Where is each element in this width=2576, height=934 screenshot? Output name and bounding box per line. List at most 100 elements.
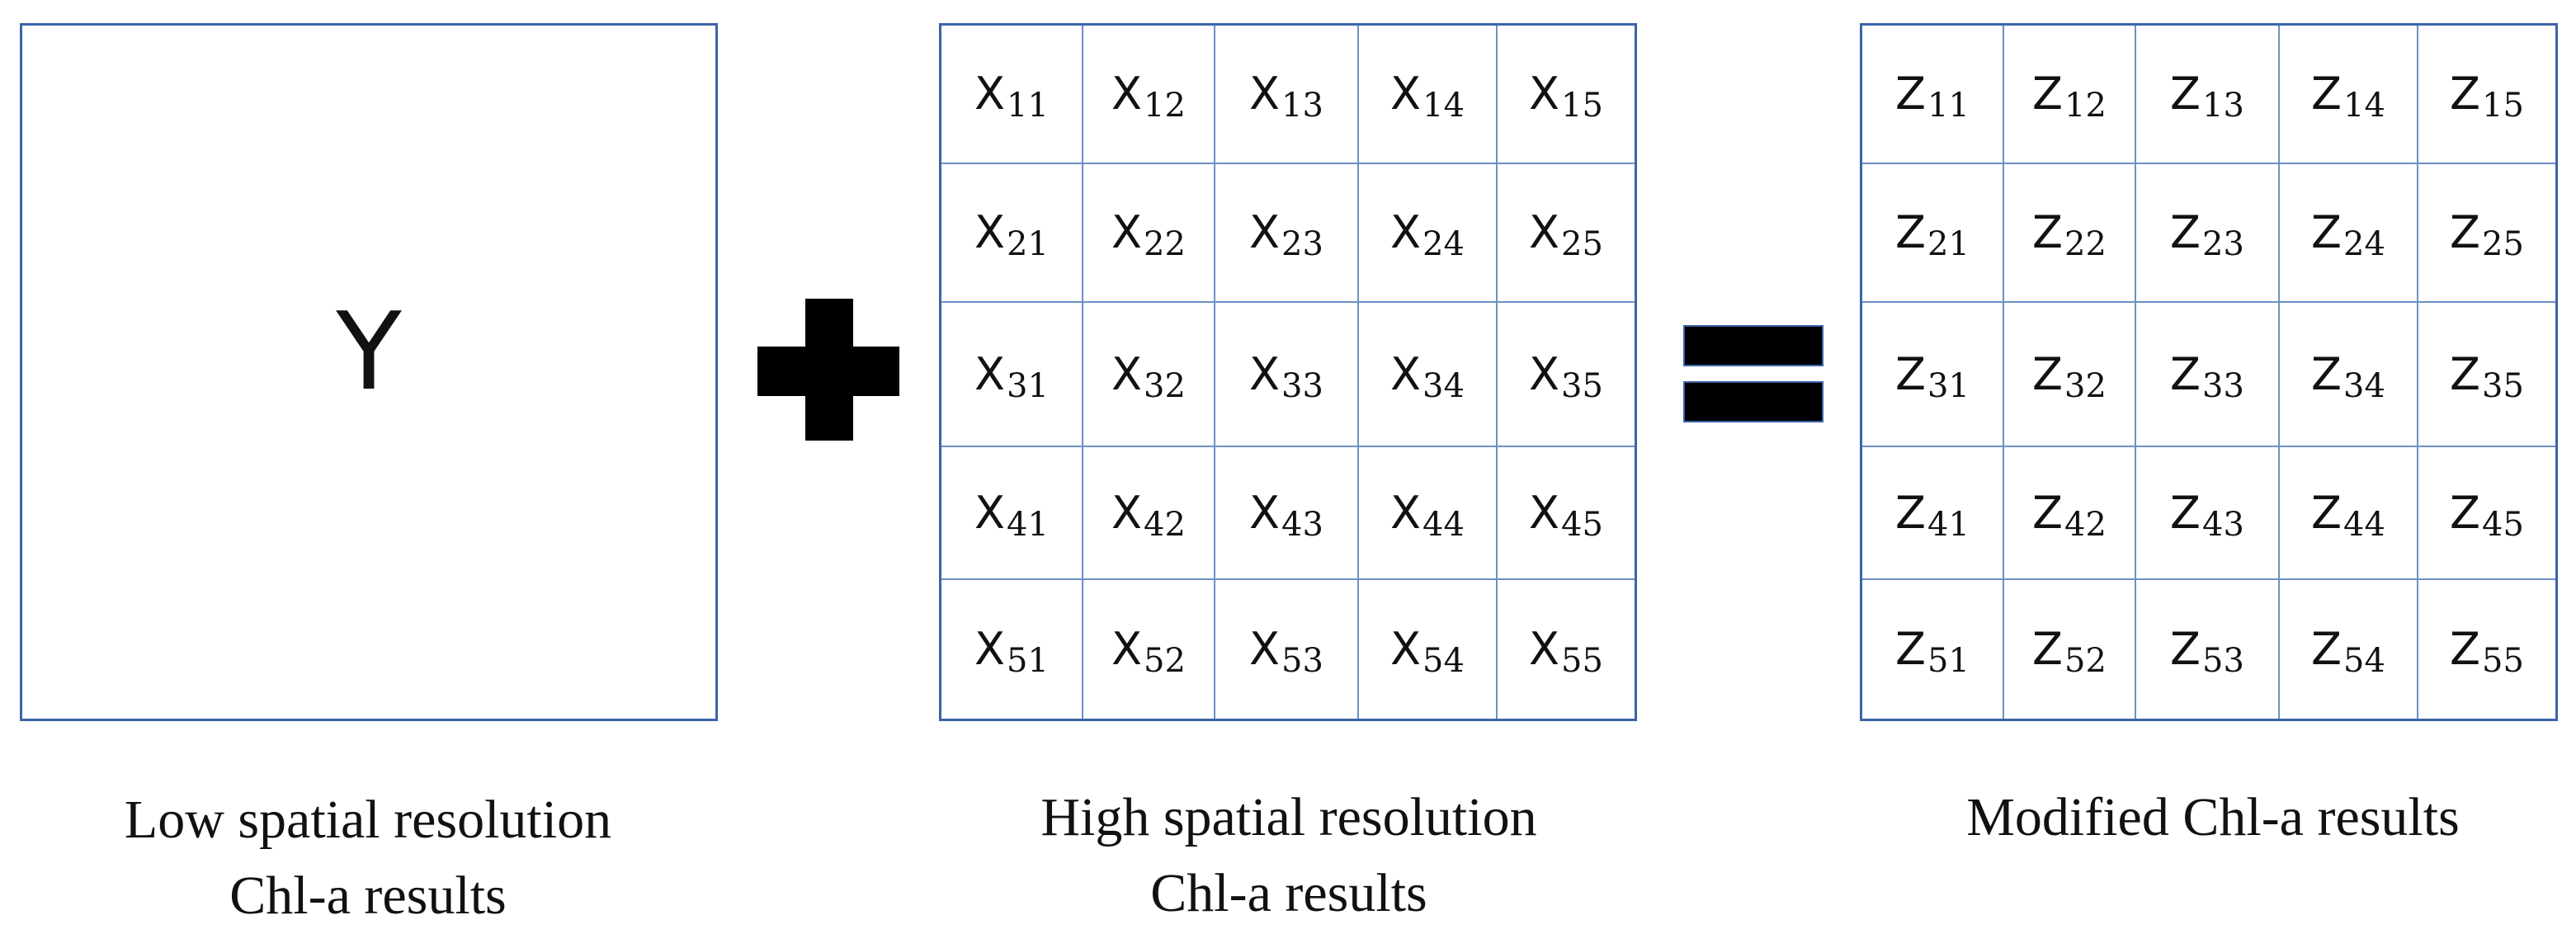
x-cell-symbol: X: [1111, 347, 1143, 400]
low-resolution-caption: Low spatial resolution Chl-a results: [0, 782, 739, 934]
z-cell-symbol: Z: [2170, 206, 2201, 258]
z-cell-symbol: Z: [1895, 347, 1927, 400]
x-cell-symbol: X: [974, 623, 1006, 675]
x-cell-symbol: X: [1249, 623, 1281, 675]
high-resolution-caption: High spatial resolution Chl-a results: [918, 780, 1660, 932]
z-cell-subscript: 51: [1927, 642, 1970, 680]
x-cell-symbol: X: [974, 347, 1006, 400]
z-cell-symbol: Z: [2311, 347, 2342, 400]
x-cell-symbol: X: [974, 206, 1006, 258]
z-cell-subscript: 54: [2343, 642, 2385, 680]
x-cell-symbol: X: [1249, 347, 1281, 400]
z-cell-subscript: 35: [2482, 366, 2524, 405]
z-cell-subscript: 41: [1927, 505, 1970, 544]
z-cell-subscript: 32: [2064, 366, 2107, 405]
x-cell-subscript: 22: [1144, 225, 1186, 263]
x-cell-symbol: X: [1249, 206, 1281, 258]
x-cell-symbol: X: [974, 68, 1006, 120]
z-cell-symbol: Z: [2311, 486, 2342, 539]
x-cell-subscript: 33: [1281, 366, 1323, 405]
equals-top-bar: [1683, 325, 1823, 366]
z-cell-subscript: 23: [2202, 225, 2244, 263]
x-cell-subscript: 44: [1422, 505, 1465, 544]
x-cell-subscript: 41: [1007, 505, 1049, 544]
z-cell-symbol: Z: [2170, 486, 2201, 539]
x-cell-symbol: X: [1390, 486, 1422, 539]
z-cell-symbol: Z: [2450, 623, 2481, 675]
z-cell-subscript: 55: [2482, 642, 2524, 680]
z-cell-symbol: Z: [2170, 623, 2201, 675]
x-cell-subscript: 53: [1281, 642, 1323, 680]
z-cell-symbol: Z: [2450, 68, 2481, 120]
z-cell-symbol: Z: [2032, 347, 2064, 400]
x-cell-symbol: X: [1390, 623, 1422, 675]
x-cell-subscript: 43: [1281, 505, 1323, 544]
z-cell-symbol: Z: [1895, 68, 1927, 120]
x-cell-subscript: 55: [1561, 642, 1603, 680]
caption-line: Chl-a results: [229, 866, 507, 926]
x-cell-subscript: 23: [1281, 225, 1323, 263]
x-cell-subscript: 15: [1561, 87, 1603, 125]
z-cell-subscript: 43: [2202, 505, 2244, 544]
z-cell-symbol: Z: [2170, 68, 2201, 120]
equals-icon: [1683, 322, 1823, 424]
z-cell-subscript: 53: [2202, 642, 2244, 680]
x-cell-symbol: X: [1529, 347, 1560, 400]
z-cell-symbol: Z: [2032, 623, 2064, 675]
z-cell-subscript: 45: [2482, 505, 2524, 544]
caption-line: Low spatial resolution: [124, 790, 612, 850]
x-cell-subscript: 31: [1007, 366, 1049, 405]
z-cell-subscript: 13: [2202, 87, 2244, 125]
z-cell-symbol: Z: [2450, 486, 2481, 539]
z-cell-symbol: Z: [1895, 486, 1927, 539]
x-cell-subscript: 21: [1007, 225, 1049, 263]
z-cell-subscript: 52: [2064, 642, 2107, 680]
z-cell-symbol: Z: [2450, 206, 2481, 258]
caption-line: Chl-a results: [1150, 863, 1427, 923]
x-cell-subscript: 11: [1007, 87, 1049, 125]
x-cell-symbol: X: [1390, 206, 1422, 258]
z-cell-symbol: Z: [2170, 347, 2201, 400]
z-cell-symbol: Z: [2032, 486, 2064, 539]
z-cell-subscript: 22: [2064, 225, 2107, 263]
x-cell-subscript: 14: [1422, 87, 1465, 125]
x-cell-subscript: 54: [1422, 642, 1465, 680]
x-cell-subscript: 13: [1281, 87, 1323, 125]
z-cell-subscript: 21: [1927, 225, 1970, 263]
z-cell-symbol: Z: [2032, 68, 2064, 120]
